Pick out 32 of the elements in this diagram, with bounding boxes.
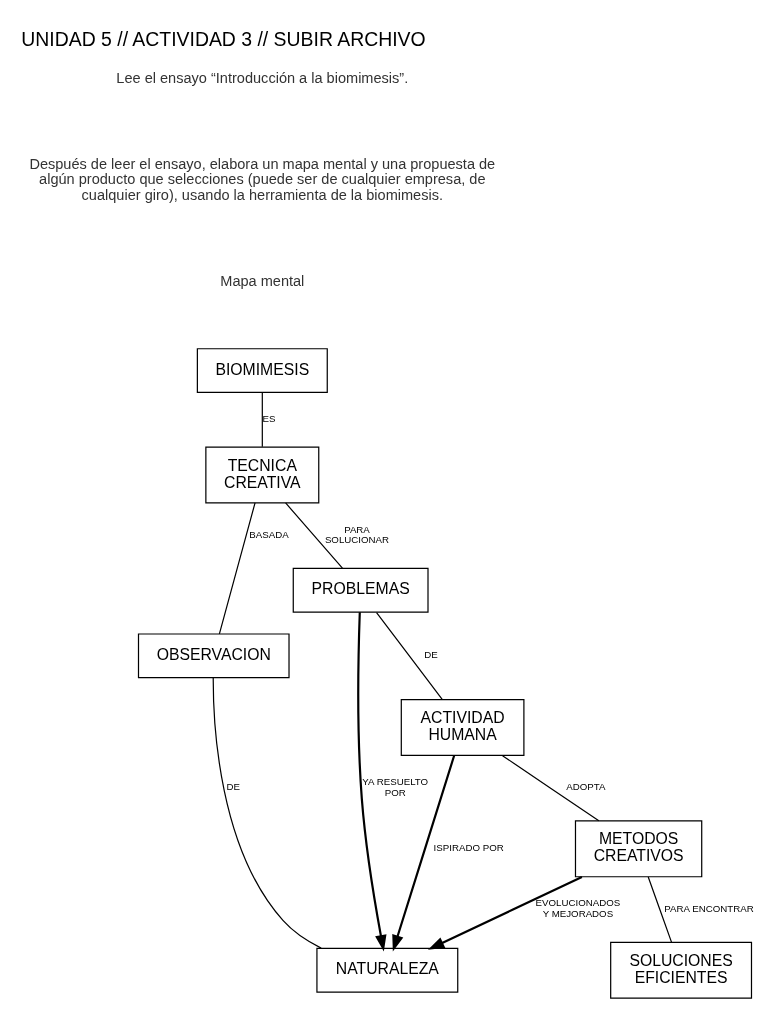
- node-box: BIOMIMESIS: [196, 348, 328, 394]
- connector: [285, 502, 343, 569]
- connector: [501, 755, 600, 822]
- label: Mapa mental: [220, 272, 305, 289]
- edge-label: DE: [424, 649, 438, 661]
- connector: [218, 502, 256, 635]
- node-box: NATURALEZA: [316, 947, 459, 993]
- diagram-title: UNIDAD 5 // ACTIVIDAD 3 // SUBIR ARCHIVO: [21, 28, 426, 51]
- node-box: SOLUCIONES EFICIENTES: [610, 941, 753, 999]
- edge-label: BASADA: [249, 528, 289, 540]
- connector: [647, 876, 673, 943]
- arrow: [427, 875, 583, 950]
- node-box: OBSERVACION: [137, 633, 290, 679]
- node-box: METODOS CREATIVOS: [574, 820, 703, 878]
- edge-label: ES: [262, 413, 276, 425]
- node-box: TECNICA CREATIVA: [205, 446, 320, 504]
- edge-label: PARA SOLUCIONAR: [324, 523, 390, 546]
- edge-label: ISPIRADO POR: [433, 842, 504, 854]
- edge-label: YA RESUELTO POR: [362, 775, 429, 798]
- edge-label: EVOLUCIONADOS Y MEJORADOS: [535, 897, 621, 920]
- connector: [261, 392, 263, 448]
- connector: [375, 611, 443, 700]
- edge-label: ADOPTA: [566, 781, 606, 793]
- connector: [212, 677, 322, 949]
- edge-label: PARA ENCONTRAR: [664, 902, 754, 914]
- edge-label: DE: [226, 781, 240, 793]
- arrow: [357, 612, 387, 952]
- node-box: PROBLEMAS: [292, 567, 429, 613]
- node-box: ACTIVIDAD HUMANA: [400, 698, 525, 756]
- label: Lee el ensayo “Introducción a la biomimesis”.: [116, 70, 409, 87]
- label: Después de leer el ensayo, elabora un mapa mental y una propuesta de algún producto que selecciones (puede ser de cualquier empresa, de cualquier giro), usando la herramienta de la biomimesis.: [29, 155, 496, 204]
- arrow: [392, 755, 456, 952]
